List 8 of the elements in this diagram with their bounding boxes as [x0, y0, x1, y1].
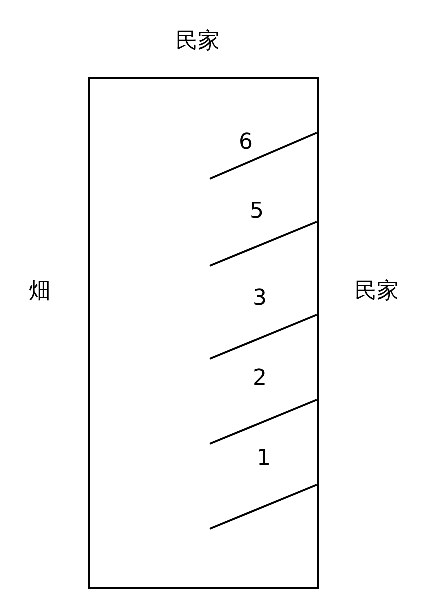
space-number: 2	[253, 368, 267, 390]
field-label: 畑	[29, 281, 51, 303]
space-number: 5	[250, 201, 264, 223]
space-number: 6	[239, 132, 253, 154]
building-label: 民家	[355, 281, 399, 303]
space-number: 1	[257, 448, 271, 470]
building-label: 民家	[176, 31, 220, 53]
space-number: 3	[253, 288, 267, 310]
